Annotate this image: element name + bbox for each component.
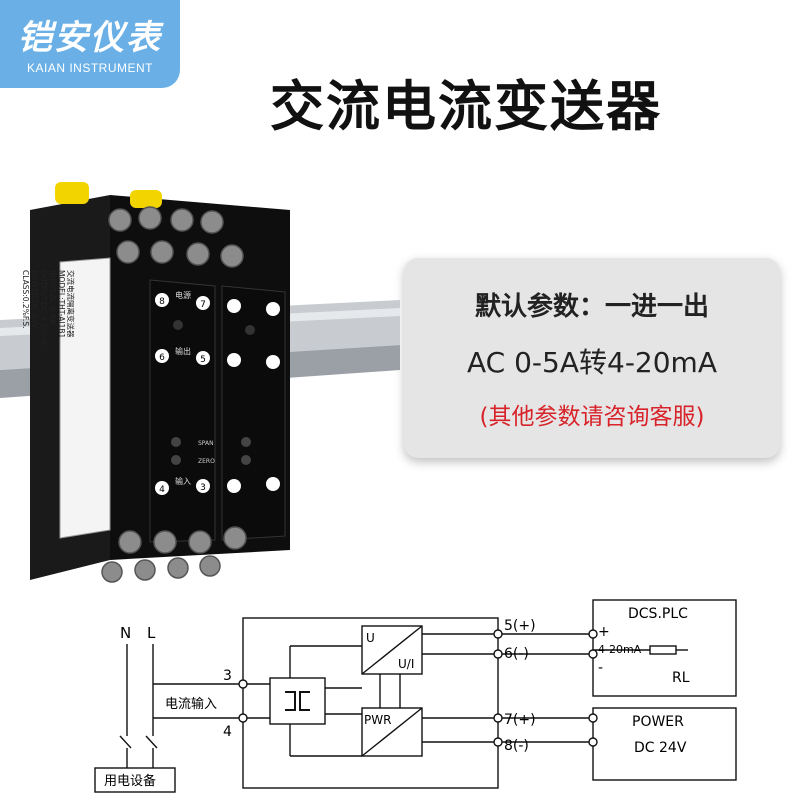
svg-text:4: 4	[159, 485, 165, 495]
contact-note: (其他参数请咨询客服)	[479, 404, 705, 430]
label-terminal-8: 8(-)	[504, 738, 529, 754]
label-current-range: 4-20mA	[598, 643, 642, 656]
top-screws	[108, 206, 244, 268]
label-terminal-5: 5(+)	[504, 618, 536, 634]
label-dcs-plc: DCS.PLC	[628, 606, 688, 622]
label-terminal-3: 3	[223, 668, 232, 684]
module-front-2	[221, 285, 286, 541]
label-rl: RL	[672, 670, 690, 686]
svg-text:输入: 输入	[175, 476, 191, 486]
label-line-2: INPUT:AC 0-5A	[48, 270, 57, 325]
brand-name: 铠安仪表	[18, 18, 162, 58]
brand-logo: 铠安仪表 KAIAN INSTRUMENT	[0, 0, 180, 88]
product-label	[59, 257, 111, 539]
svg-text:7: 7	[200, 300, 206, 310]
label-line-1: MODEL:THT-AI1B1	[57, 270, 66, 339]
label-terminal-6: 6(-)	[504, 646, 529, 662]
label-plus: +	[598, 624, 610, 640]
page-title: 交流电流变送器	[270, 75, 662, 138]
label-line-4: POWER:DC 24V	[30, 270, 39, 329]
label-minus: -	[598, 660, 603, 676]
product-photo: 交流电流隔离变送器 MODEL:THT-AI1B1 INPUT:AC 0-5A …	[0, 182, 400, 583]
svg-text:ZERO: ZERO	[198, 458, 215, 465]
label-line-5: CLASS:0.2%F.S.	[21, 270, 30, 328]
label-ui: U/I	[398, 657, 414, 671]
product-label-text: 交流电流隔离变送器 MODEL:THT-AI1B1 INPUT:AC 0-5A …	[21, 270, 76, 348]
svg-text:6: 6	[159, 353, 165, 363]
label-terminal-7: 7(+)	[504, 712, 536, 728]
svg-text:3: 3	[200, 483, 206, 493]
wiring-diagram: N L 电流输入 3 4 5(+) 6(-) 7(+) 8(-) U U/I P…	[94, 599, 737, 793]
label-line-0: 交流电流隔离变送器	[66, 270, 76, 338]
label-current-input: 电流输入	[165, 696, 217, 712]
label-n: N	[120, 624, 131, 642]
label-device: 用电设备	[104, 773, 156, 789]
default-params: 默认参数：一进一出	[474, 292, 709, 322]
label-line-3: OUTPUT:DC 4-20mA	[39, 270, 48, 346]
module-front-1: 8 7 电源 6 5 输出 SPAN ZERO 4 3 输入	[149, 279, 216, 543]
range-spec: AC 0-5A转4-20mA	[467, 346, 717, 379]
svg-text:电源: 电源	[175, 290, 191, 300]
brand-name-en: KAIAN INSTRUMENT	[26, 61, 153, 75]
label-l: L	[147, 624, 156, 642]
bottom-screws	[101, 526, 247, 583]
label-power: POWER	[632, 714, 684, 730]
label-pwr: PWR	[364, 713, 391, 727]
label-terminal-4: 4	[223, 724, 232, 740]
label-dc24v: DC 24V	[634, 740, 687, 756]
svg-text:SPAN: SPAN	[198, 440, 214, 447]
svg-text:5: 5	[200, 355, 206, 365]
parameter-box: 默认参数：一进一出 AC 0-5A转4-20mA (其他参数请咨询客服)	[404, 258, 780, 458]
svg-text:输出: 输出	[175, 346, 191, 356]
svg-text:8: 8	[159, 297, 165, 307]
isolation-symbol	[285, 691, 310, 711]
label-u: U	[366, 631, 375, 645]
